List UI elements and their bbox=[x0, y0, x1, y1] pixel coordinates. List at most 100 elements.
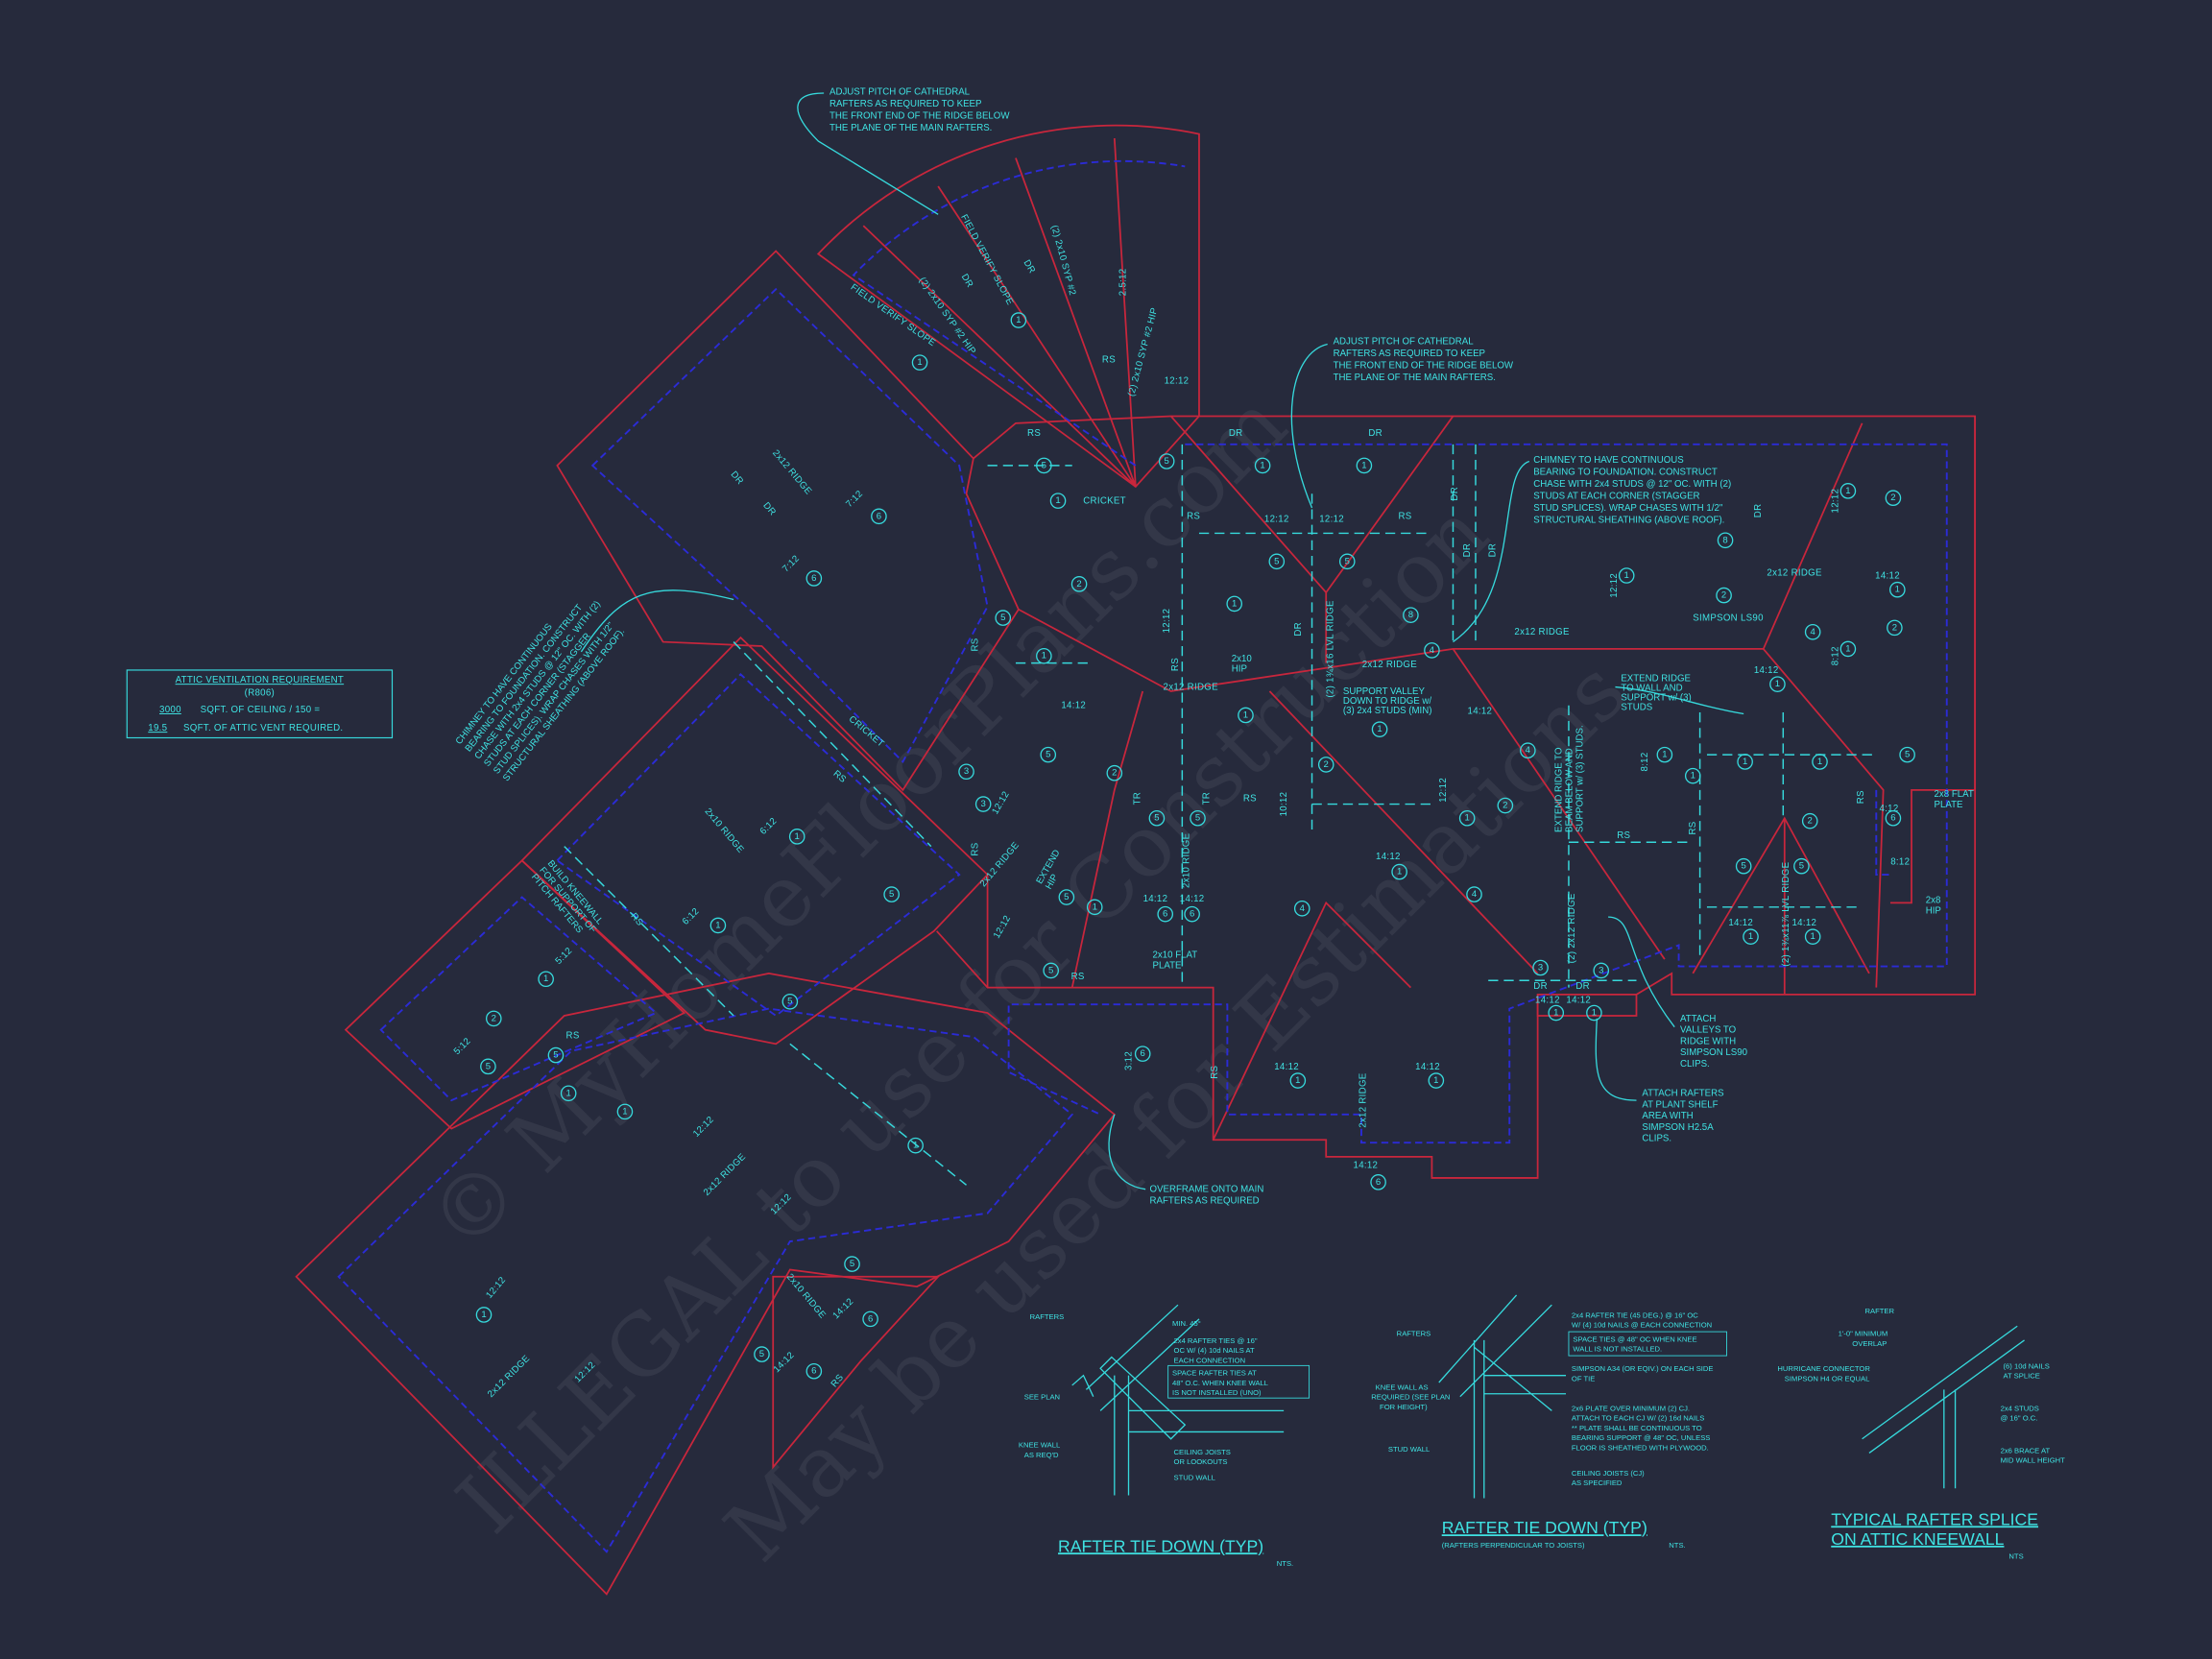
rafter-tag: 5 bbox=[1268, 553, 1286, 570]
plan-label: RS bbox=[1027, 428, 1041, 439]
note-line: 2x10 bbox=[1232, 654, 1253, 664]
tag-number: 1 bbox=[566, 1088, 571, 1098]
rafter-tag: 5 bbox=[1040, 746, 1057, 763]
d1-nts: NTS. bbox=[1277, 1559, 1293, 1568]
rafter-tag: 1 bbox=[1586, 1004, 1602, 1022]
tag-circle bbox=[1289, 1072, 1307, 1089]
tag-number: 5 bbox=[1064, 892, 1069, 902]
d3-studs: 2x4 STUDS bbox=[2001, 1404, 2039, 1412]
tag-circle bbox=[1735, 857, 1752, 875]
rafter-tag: 5 bbox=[781, 993, 799, 1010]
tag-circle bbox=[1458, 809, 1476, 827]
note-line: EXTEND RIDGE TO bbox=[1554, 747, 1565, 832]
tag-number: 3 bbox=[1538, 962, 1543, 973]
rafter-tag: 1 bbox=[1458, 809, 1476, 827]
note-line: HIP bbox=[1232, 663, 1247, 674]
plan-label: DR bbox=[1462, 543, 1473, 558]
tag-number: 1 bbox=[913, 1141, 918, 1151]
rafter-tag: 5 bbox=[480, 1058, 496, 1075]
rafter-tag: 6 bbox=[805, 1362, 823, 1380]
tag-number: 1 bbox=[1433, 1075, 1438, 1086]
rafter-tag: 5 bbox=[1158, 453, 1175, 469]
rafter-tag: 5 bbox=[1899, 746, 1915, 763]
rafter-tag: 1 bbox=[1737, 754, 1753, 770]
plan-label: 12:12 bbox=[691, 1115, 716, 1140]
rafter-tag: 1 bbox=[1254, 457, 1271, 474]
plan-label: 14:12 bbox=[1354, 1161, 1379, 1171]
plan-label: RS bbox=[1102, 355, 1116, 366]
note-line: 2x8 FLAT bbox=[1935, 789, 1974, 800]
plan-label: SIMPSON LS90 bbox=[1693, 613, 1764, 624]
tag-circle bbox=[871, 508, 887, 525]
rafter-tag: 4 bbox=[1804, 623, 1821, 640]
d2-subtitle: (RAFTERS PERPENDICULAR TO JOISTS) bbox=[1442, 1541, 1585, 1550]
plan-label: RS bbox=[1170, 658, 1181, 671]
tag-number: 4 bbox=[1300, 903, 1306, 914]
plan-label: 2x12 RIDGE bbox=[1767, 568, 1822, 579]
tag-number: 1 bbox=[715, 920, 720, 930]
tag-circle bbox=[781, 993, 799, 1010]
rafter-tag: 1 bbox=[911, 354, 928, 371]
rafter-tag: 1 bbox=[616, 1103, 634, 1120]
plan-label: RS bbox=[970, 842, 980, 855]
plan-label: 14:12 bbox=[1566, 996, 1591, 1006]
attic-vent-text: SQFT. OF ATTIC VENT REQUIRED. bbox=[183, 723, 343, 733]
d1-ties: EACH CONNECTION bbox=[1174, 1356, 1246, 1364]
plan-label: 8:12 bbox=[1890, 857, 1910, 868]
tag-circle bbox=[1532, 959, 1549, 976]
detail-rafter-tie-down-1: RAFTERS MIN. 45° 2x4 RAFTER TIES @ 16" O… bbox=[1019, 1304, 1310, 1568]
tag-number: 2 bbox=[1503, 801, 1507, 811]
tag-number: 3 bbox=[981, 799, 986, 809]
rafter-tag: 6 bbox=[1184, 905, 1200, 923]
d3-overlap: 1'-0" MINIMUM bbox=[1839, 1330, 1888, 1338]
d3-brace: 2x6 BRACE AT bbox=[2001, 1446, 2051, 1455]
d2-simpson: OF TIE bbox=[1572, 1375, 1595, 1383]
tag-circle bbox=[1086, 899, 1103, 916]
tag-number: 1 bbox=[1016, 315, 1021, 325]
rafter-tag: 1 bbox=[1889, 581, 1906, 598]
tag-number: 5 bbox=[1046, 750, 1050, 760]
tag-circle bbox=[1885, 490, 1902, 506]
rafter-tag: 2 bbox=[1106, 764, 1123, 781]
d2-space: SPACE TIES @ 48" OC WHEN KNEE bbox=[1573, 1334, 1696, 1343]
rafter-tag: 3 bbox=[1593, 962, 1610, 979]
plan-label: DR bbox=[729, 469, 746, 487]
d2-knee: KNEE WALL AS bbox=[1376, 1382, 1429, 1391]
d1-space: IS NOT INSTALLED (UNO) bbox=[1172, 1388, 1262, 1397]
note-line: ADJUST PITCH OF CATHEDRAL bbox=[830, 86, 971, 97]
tag-number: 1 bbox=[1377, 724, 1382, 734]
tag-number: 4 bbox=[1430, 645, 1435, 656]
plan-label: DR bbox=[1229, 428, 1243, 439]
rafter-tag: 3 bbox=[1532, 959, 1549, 976]
tag-circle bbox=[1371, 721, 1388, 737]
rafter-tag: 6 bbox=[1370, 1174, 1386, 1190]
note-line: STRUCTURAL SHEATHING (ABOVE ROOF). bbox=[1533, 515, 1724, 525]
tag-number: 1 bbox=[1624, 570, 1629, 581]
d2-simpson: SIMPSON A34 (OR EQIV.) ON EACH SIDE bbox=[1572, 1364, 1714, 1373]
rafter-tag: 2 bbox=[1716, 587, 1732, 604]
tag-circle bbox=[547, 1046, 565, 1064]
rafter-tag: 1 bbox=[1839, 483, 1857, 499]
note-line: RAFTERS AS REQUIRED TO KEEP bbox=[1334, 349, 1485, 359]
tag-number: 5 bbox=[1799, 861, 1804, 872]
plan-label: RS bbox=[1856, 790, 1866, 804]
note-line: RAFTERS AS REQUIRED bbox=[1150, 1195, 1260, 1206]
tag-number: 1 bbox=[1691, 771, 1695, 781]
rafter-tag: 5 bbox=[1338, 553, 1356, 570]
tag-circle bbox=[1586, 1004, 1602, 1022]
plan-label: 12:12 bbox=[990, 789, 1011, 816]
tag-number: 1 bbox=[1055, 495, 1060, 506]
plan-label: (2) 1¾x11⅞ LVL RIDGE bbox=[1781, 861, 1791, 966]
rafter-tag: 2 bbox=[1070, 576, 1088, 592]
plan-label: 12:12 bbox=[1264, 515, 1289, 525]
note-line: 2x8 bbox=[1926, 895, 1941, 905]
tag-number: 5 bbox=[1154, 813, 1159, 824]
